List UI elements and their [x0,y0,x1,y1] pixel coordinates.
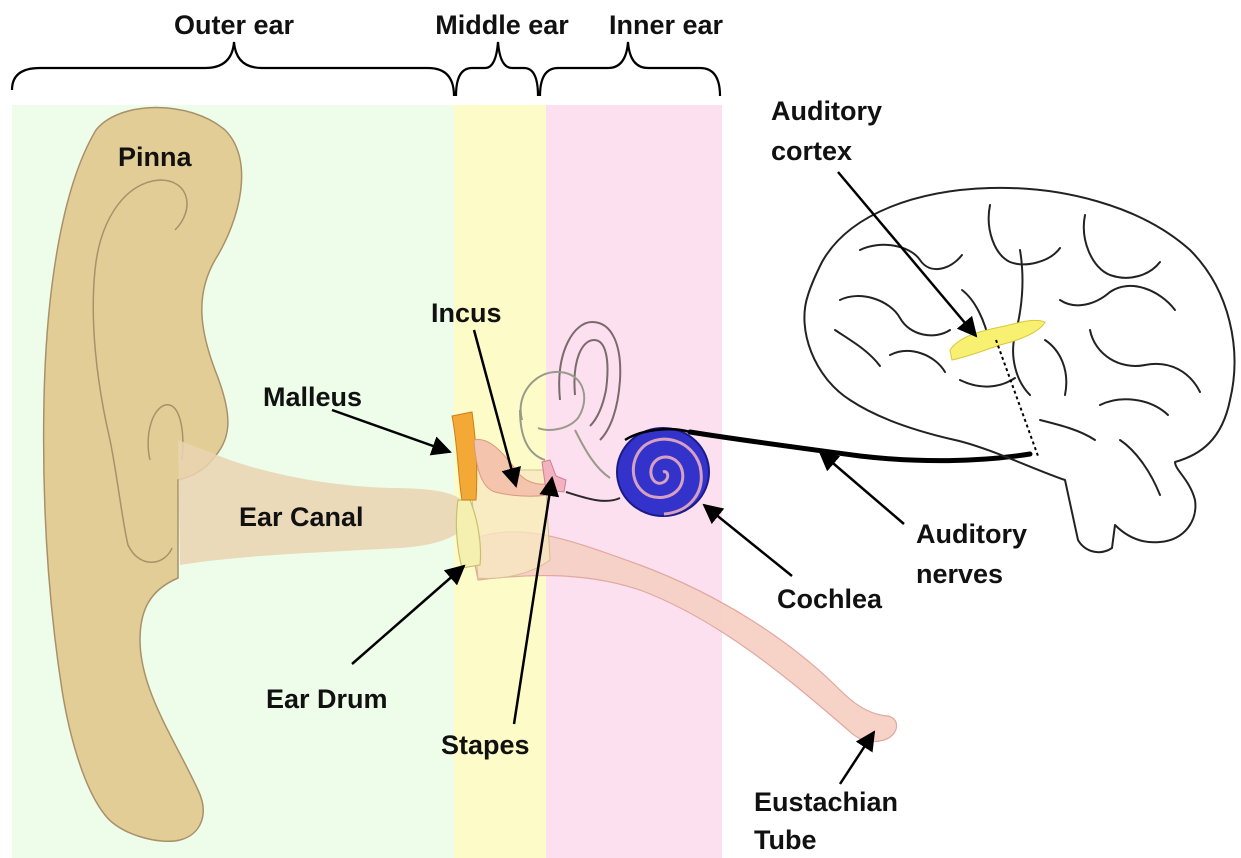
pinna-label: Pinna [118,142,192,172]
eustachian-tube-label-line2: Tube [754,825,817,855]
malleus-label: Malleus [263,382,362,412]
auditory-cortex-shape [950,320,1045,360]
stapes-label: Stapes [441,730,530,760]
auditory-nerves-arrow [820,452,904,524]
ear-canal-label: Ear Canal [239,502,364,532]
inner-ear-brace [540,42,720,96]
incus-label: Incus [431,298,502,328]
outer-ear-label: Outer ear [174,10,295,40]
middle-ear-label: Middle ear [435,10,569,40]
middle-ear-brace [456,42,538,96]
auditory-cortex-label-line2: cortex [771,136,852,166]
eustachian-arrow [840,732,874,784]
auditory-cortex-arrow [838,172,976,336]
cortex-dotted-link [996,340,1038,456]
inner-ear-label: Inner ear [609,10,724,40]
auditory-nerves-label-line1: Auditory [916,519,1027,549]
ear-drum-label: Ear Drum [266,684,388,714]
outer-ear-brace [12,42,454,96]
auditory-nerves-label-line2: nerves [916,559,1003,589]
brain-outline [804,188,1234,552]
auditory-cortex-label-line1: Auditory [771,96,882,126]
eustachian-tube-label-line1: Eustachian [754,787,898,817]
cochlea-label: Cochlea [777,584,883,614]
